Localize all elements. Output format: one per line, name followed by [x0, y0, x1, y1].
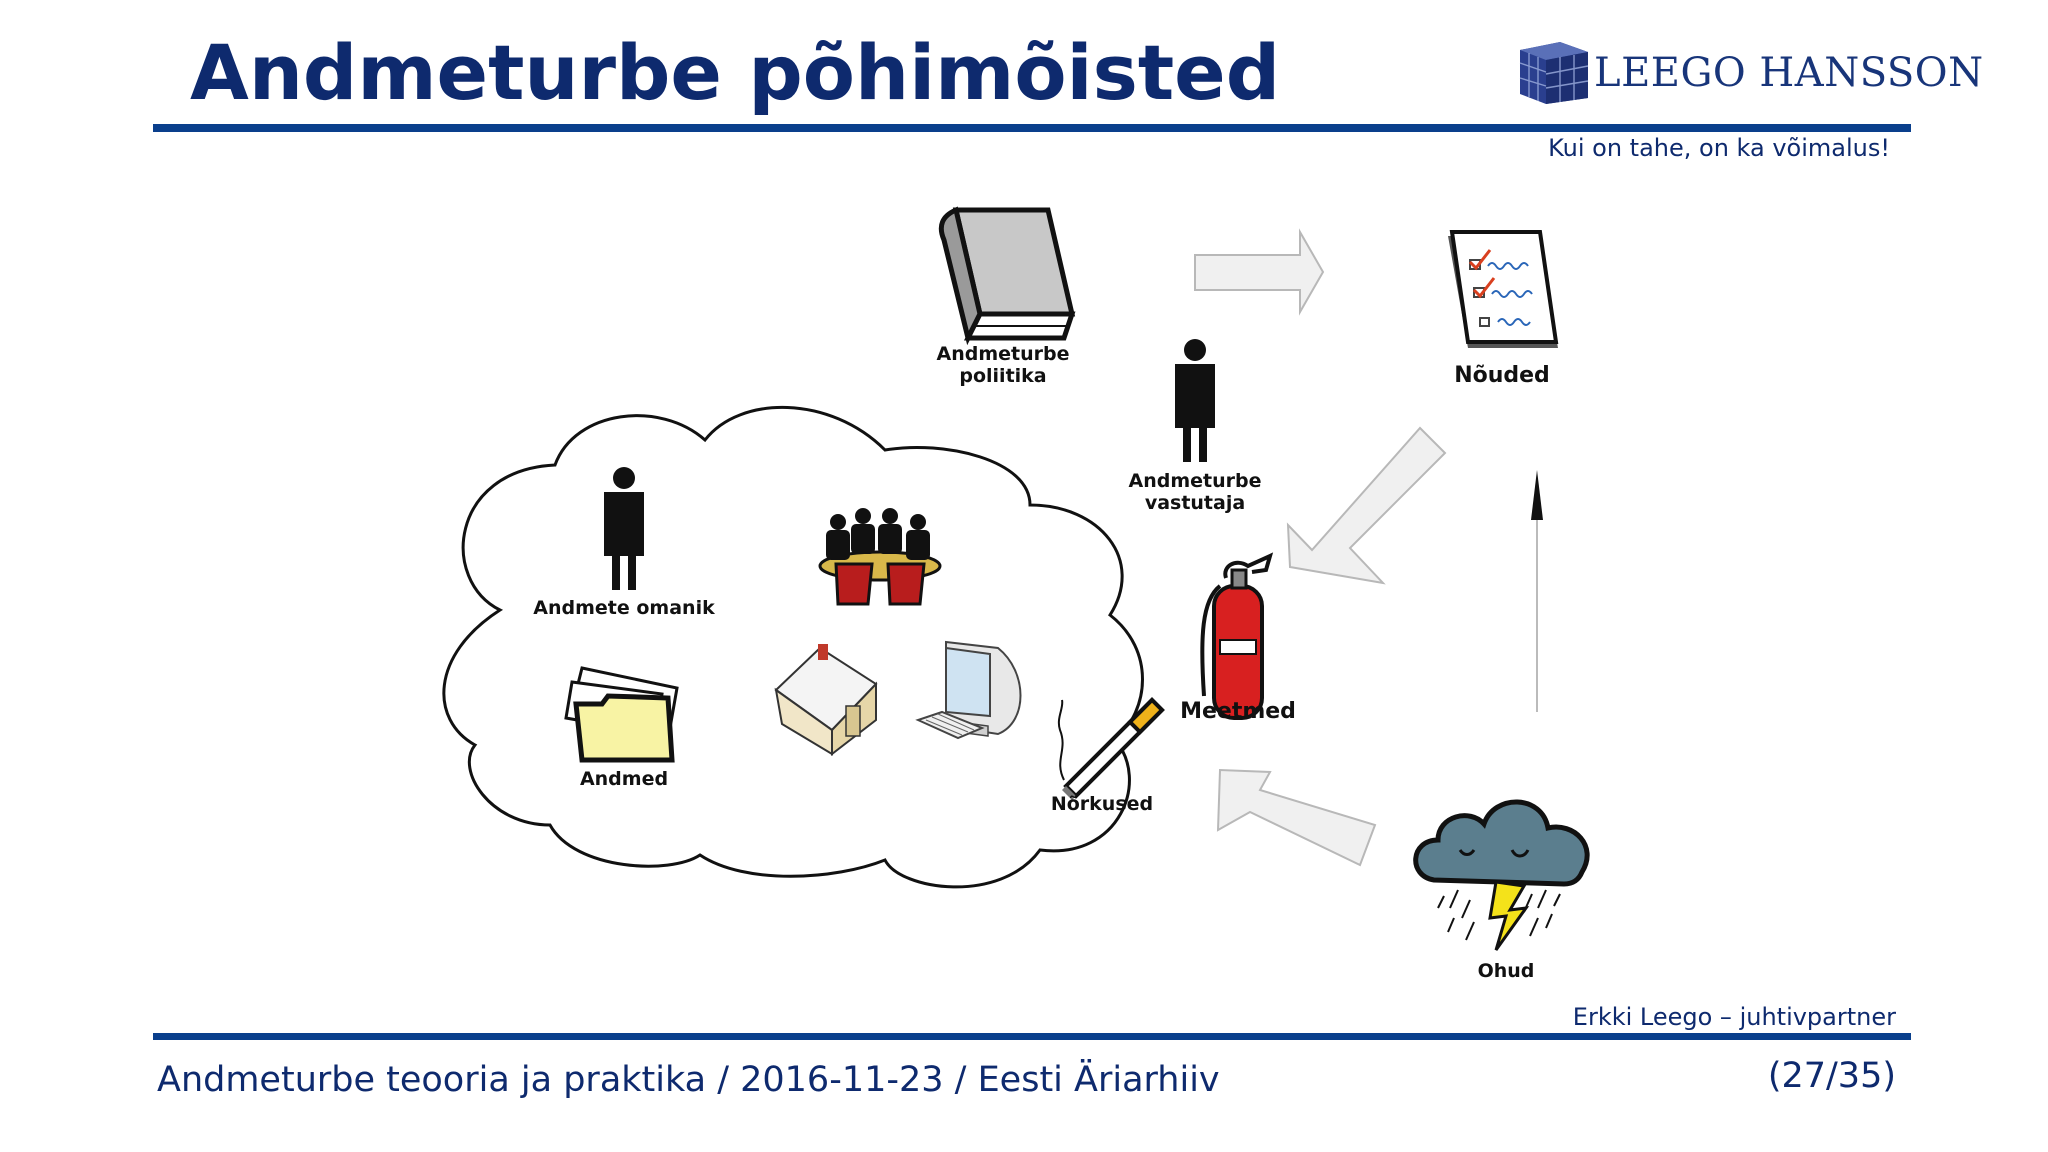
storm-cloud-icon [1413, 799, 1590, 951]
author-credit: Erkki Leego – juhtivpartner [1572, 1003, 1896, 1031]
tagline: Kui on tahe, on ka võimalus! [1548, 134, 1890, 162]
meeting-group-icon [818, 508, 942, 606]
measures-label: Meetmed [1180, 699, 1296, 724]
computer-icon [915, 640, 1022, 740]
logo-text: LEEGO HANSSON [1594, 50, 1984, 96]
company-logo [1519, 42, 1589, 104]
arrow-policy-to-requirements [1194, 228, 1325, 316]
policy-label-line1: Andmeturbe [937, 343, 1070, 365]
responsible-label-line1: Andmeturbe [1129, 470, 1262, 492]
house-icon [774, 644, 878, 757]
arrow-requirements-to-measures [1286, 426, 1447, 585]
data-owner-person-icon [604, 467, 644, 590]
checklist-icon [1448, 230, 1559, 348]
logo-cube-icon [1519, 42, 1589, 104]
slide-title: Andmeturbe põhimõisted [190, 28, 1281, 117]
header-rule [153, 124, 1911, 132]
threats-label: Ohud [1478, 960, 1535, 982]
fire-extinguisher-icon [1200, 552, 1274, 720]
data-owner-label: Andmete omanik [533, 597, 715, 619]
vulnerabilities-label: Nõrkused [1051, 793, 1153, 815]
cloud-shape [442, 405, 1144, 889]
page-number: (27/35) [1767, 1056, 1896, 1096]
footer-text: Andmeturbe teooria ja praktika / 2016-11… [157, 1060, 1220, 1100]
arrow-threats-to-vulnerabilities [1216, 768, 1377, 867]
footer-rule [153, 1033, 1911, 1040]
responsible-label-line2: vastutaja [1145, 492, 1245, 514]
person-icon [1175, 339, 1215, 462]
folder-icon [564, 666, 679, 763]
book-icon [938, 206, 1076, 346]
requirements-label: Nõuded [1454, 363, 1550, 388]
cigarette-icon [1057, 697, 1165, 800]
arrow-threats-to-requirements-head [1531, 470, 1543, 520]
data-label: Andmed [580, 768, 668, 790]
policy-label-line2: poliitika [959, 365, 1046, 387]
